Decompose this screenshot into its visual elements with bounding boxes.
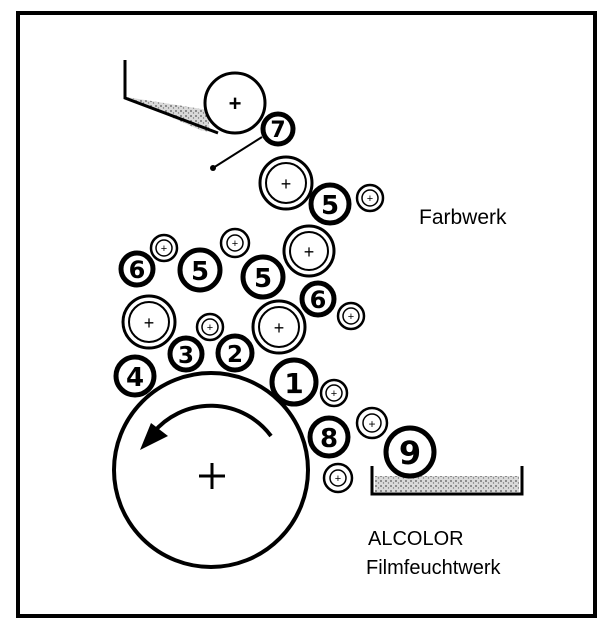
center-mark: + (207, 322, 213, 334)
fountain-roller: + (203, 71, 267, 135)
roller-6-right-label: 6 (310, 286, 327, 314)
label-filmfeuchtwerk: Filmfeuchtwerk (366, 557, 501, 579)
label-alcolor: ALCOLOR (368, 528, 464, 550)
dampening-fountain (370, 466, 524, 496)
small-roller: + (319, 378, 349, 408)
center-mark: + (331, 388, 337, 400)
roller-2: 2 (215, 333, 255, 373)
ink-form-roller: + (251, 299, 307, 355)
small-roller: + (355, 183, 385, 213)
center-mark: + (274, 318, 285, 338)
center-mark: + (368, 417, 375, 431)
plate-cylinder (112, 371, 310, 569)
roller-1: 1 (269, 357, 319, 407)
roller-5-mid: 5 (240, 254, 286, 300)
roller-5-mid-label: 5 (254, 264, 272, 294)
center-mark: + (232, 238, 238, 250)
center-mark: + (144, 313, 155, 333)
ink-form-roller: + (121, 294, 177, 350)
roller-3: 3 (167, 335, 205, 373)
center-mark: + (281, 174, 292, 194)
roller-7-label: 7 (270, 118, 285, 143)
small-roller: + (322, 462, 354, 494)
roller-7: 7 (260, 111, 296, 147)
label-farbwerk: Farbwerk (419, 206, 507, 229)
ink-form-roller: + (282, 224, 336, 278)
roller-6-right: 6 (299, 280, 337, 318)
roller-9: 9 (383, 425, 437, 479)
roller-5-left: 5 (177, 247, 223, 293)
roller-5-left-label: 5 (191, 257, 209, 287)
center-mark: + (161, 243, 167, 255)
ductor-arm (210, 136, 263, 171)
roller-3-label: 3 (178, 343, 194, 369)
roller-5-top: 5 (308, 182, 352, 226)
center-mark: + (348, 311, 354, 323)
rotation-arrow (140, 403, 273, 450)
diagram-frame (16, 11, 597, 618)
ink-fountain (123, 60, 219, 135)
roller-8-label: 8 (320, 424, 338, 454)
small-roller: + (195, 312, 225, 342)
roller-4: 4 (113, 354, 157, 398)
small-roller: + (219, 227, 251, 259)
roller-8: 8 (307, 415, 351, 459)
roller-2-label: 2 (227, 342, 243, 368)
roller-1-label: 1 (284, 367, 303, 400)
center-mark: + (335, 473, 341, 485)
roller-6-left-label: 6 (129, 256, 146, 284)
center-mark: + (229, 91, 242, 116)
center-mark: + (367, 193, 373, 205)
small-roller: + (149, 233, 179, 263)
ink-form-roller: + (258, 155, 314, 211)
roller-4-label: 4 (126, 363, 144, 393)
roller-5-top-label: 5 (321, 191, 339, 221)
roller-9-label: 9 (399, 434, 421, 472)
small-roller: + (355, 406, 389, 440)
roller-6-left: 6 (118, 250, 156, 288)
small-roller: + (336, 301, 366, 331)
center-mark: + (304, 242, 315, 262)
